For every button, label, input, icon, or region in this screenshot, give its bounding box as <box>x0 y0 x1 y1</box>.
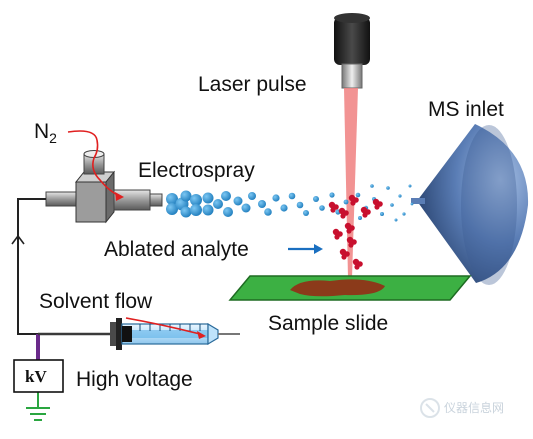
spray-droplet <box>213 199 223 209</box>
spray-droplet <box>180 190 192 202</box>
analyte-particle <box>372 198 383 210</box>
spray-droplet <box>280 204 288 212</box>
ablated-analyte-label: Ablated analyte <box>104 238 249 261</box>
spray-droplet <box>190 204 202 216</box>
sample-slide-label: Sample slide <box>268 312 389 335</box>
n2-label-base: N <box>34 120 50 143</box>
analyte-particle <box>352 258 363 270</box>
ablated-analyte-particles <box>328 194 383 270</box>
n2-label-subscript: 2 <box>49 130 57 147</box>
hv-wire <box>11 198 46 360</box>
sample-slide <box>228 275 472 301</box>
spray-droplet <box>402 212 406 216</box>
spray-droplet <box>202 204 214 216</box>
spray-droplet <box>166 203 178 215</box>
high-voltage-label: High voltage <box>76 368 193 391</box>
spray-droplet <box>355 192 361 198</box>
spray-droplet <box>329 192 335 198</box>
spray-droplet <box>202 192 214 204</box>
electrospray-label: Electrospray <box>138 159 255 182</box>
spray-droplet <box>380 212 384 216</box>
spray-droplet <box>288 192 296 200</box>
spray-droplet <box>313 196 319 202</box>
analyte-particle <box>328 201 339 213</box>
electrospray-droplets <box>166 184 414 222</box>
spray-droplet <box>319 205 325 211</box>
analyte-particle <box>344 222 355 234</box>
kv-label: kV <box>25 367 47 386</box>
solvent-arrowhead <box>197 331 206 339</box>
analyte-particle <box>332 228 343 240</box>
laser-device <box>334 13 370 89</box>
spray-droplet <box>248 192 256 200</box>
spray-droplet <box>264 208 272 216</box>
spray-droplet <box>190 194 202 206</box>
spray-droplet <box>394 218 398 222</box>
spray-droplet <box>390 203 394 207</box>
spray-droplet <box>343 199 349 205</box>
watermark-text: 仪器信息网 <box>444 401 505 415</box>
solvent-flow-label: Solvent flow <box>39 290 153 313</box>
tee-junction <box>45 150 163 224</box>
spray-droplet <box>303 210 309 216</box>
spray-droplet <box>398 194 402 198</box>
ms-inlet-label: MS inlet <box>428 98 504 121</box>
spray-droplet <box>358 216 362 220</box>
kv-box <box>13 359 64 393</box>
n2-label: N2 <box>34 121 57 145</box>
analyte-particle <box>338 207 349 219</box>
spray-droplet <box>180 206 192 218</box>
ablated-analyte-arrow <box>288 244 323 254</box>
ground-icon <box>26 391 50 421</box>
spray-droplet <box>221 191 231 201</box>
syringe <box>38 318 240 350</box>
watermark-icon <box>420 398 440 418</box>
analyte-particle <box>360 206 371 218</box>
spray-droplet <box>166 193 178 205</box>
analyte-particle <box>339 248 350 260</box>
spray-droplet <box>296 201 304 209</box>
ms-inlet-cone <box>411 124 529 285</box>
spray-droplet <box>386 186 390 190</box>
spray-droplet <box>410 202 414 206</box>
laser-beam <box>344 88 358 278</box>
solvent-flow-arrow <box>125 317 201 335</box>
laser-pulse-label: Laser pulse <box>198 73 307 96</box>
spray-droplet <box>272 194 280 202</box>
spray-droplet <box>370 184 374 188</box>
spray-droplet <box>408 184 412 188</box>
n2-arrowhead <box>115 192 124 201</box>
n2-flow-arrow <box>67 130 121 197</box>
spray-droplet <box>258 200 266 208</box>
spray-droplet <box>223 207 233 217</box>
spray-droplet <box>233 196 243 206</box>
analyte-particle <box>346 236 357 248</box>
spray-droplet <box>241 203 251 213</box>
analyte-particle <box>348 194 359 206</box>
